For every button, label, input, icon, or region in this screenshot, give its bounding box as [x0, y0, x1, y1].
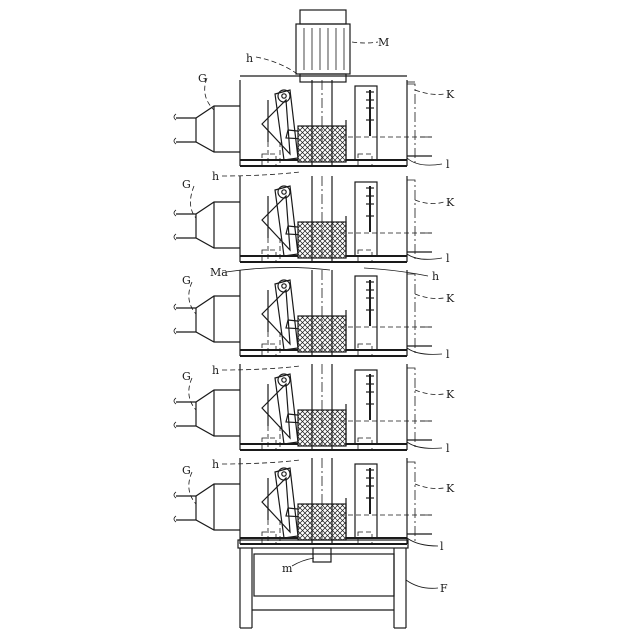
- stage-1: [174, 80, 432, 166]
- top-motor: [296, 10, 350, 82]
- label-casing: K: [446, 388, 455, 401]
- label-tag: h: [432, 270, 439, 283]
- label-plate: l: [440, 540, 444, 553]
- label-casing: K: [446, 196, 455, 209]
- label-tag: h: [212, 458, 219, 471]
- label-casing: K: [446, 482, 455, 495]
- label-intake: G: [198, 72, 207, 85]
- label-plate: l: [446, 252, 450, 265]
- label-motor-lower: Ma: [210, 266, 228, 279]
- label-frame: F: [440, 582, 448, 595]
- label-tag: h: [212, 170, 219, 183]
- label-intake: G: [182, 274, 191, 287]
- label-casing: K: [446, 88, 455, 101]
- base-frame: [238, 540, 408, 628]
- label-plate: l: [446, 348, 450, 361]
- label-intake: G: [182, 464, 191, 477]
- label-base-motor: m: [282, 562, 293, 575]
- label-plate: l: [446, 158, 450, 171]
- label-intake: G: [182, 178, 191, 191]
- label-plate: l: [446, 442, 450, 455]
- label-casing: K: [446, 292, 455, 305]
- label-motor: M: [378, 36, 389, 49]
- label-intake: G: [182, 370, 191, 383]
- label-tag: h: [246, 52, 253, 65]
- label-tag: h: [212, 364, 219, 377]
- stage-3: [174, 270, 432, 356]
- stage-2: [174, 176, 432, 262]
